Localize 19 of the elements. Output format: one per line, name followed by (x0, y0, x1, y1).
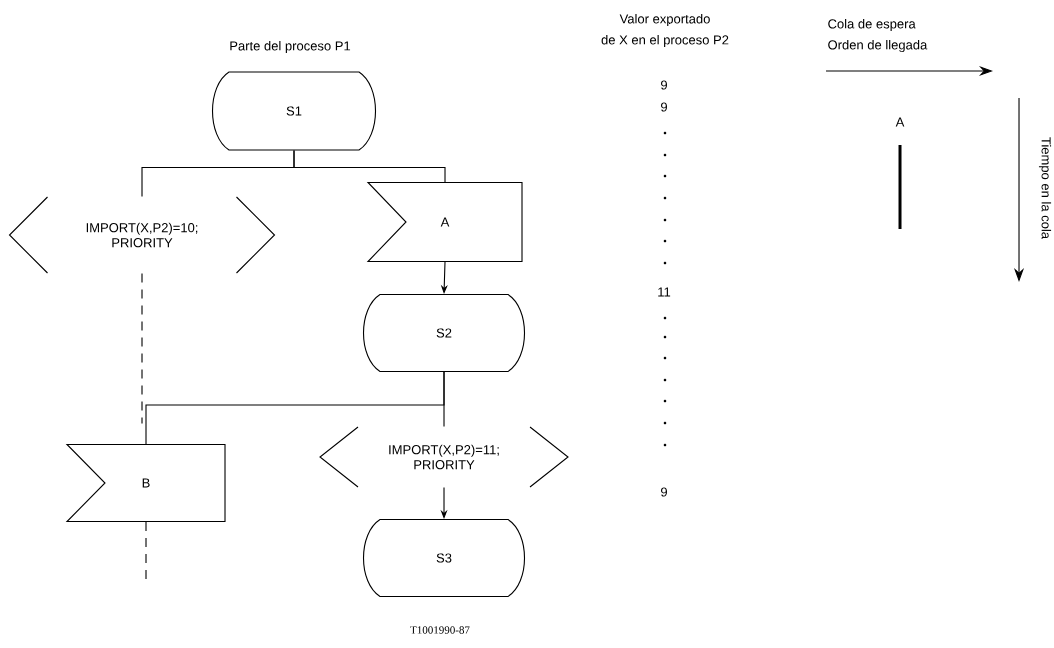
axis-label: Tiempo en la cola (1038, 137, 1052, 240)
column-heading: Valor exportado (619, 13, 710, 27)
connector (443, 371, 445, 427)
value-label: 9 (661, 487, 667, 497)
connector (293, 150, 446, 183)
axis-label: Cola de espera (828, 18, 916, 32)
value-label: 9 (661, 80, 667, 90)
heading: Parte del proceso P1 (230, 40, 351, 54)
column-heading: de X en el proceso P2 (601, 34, 729, 48)
connector (141, 273, 143, 425)
value-label: 11 (658, 287, 671, 297)
figure-code: T1001990-87 (410, 626, 470, 634)
queue-entry: A (895, 117, 905, 127)
enabling-condition: IMPORT(X,P2)=10; PRIORITY (8, 196, 276, 274)
enabling-condition: IMPORT(X,P2)=11; PRIORITY (319, 426, 569, 488)
input-signal: A (366, 181, 523, 263)
axis-label: Orden de llegada (828, 39, 928, 53)
value-label: 9 (661, 102, 667, 112)
input-signal: B (65, 443, 226, 523)
